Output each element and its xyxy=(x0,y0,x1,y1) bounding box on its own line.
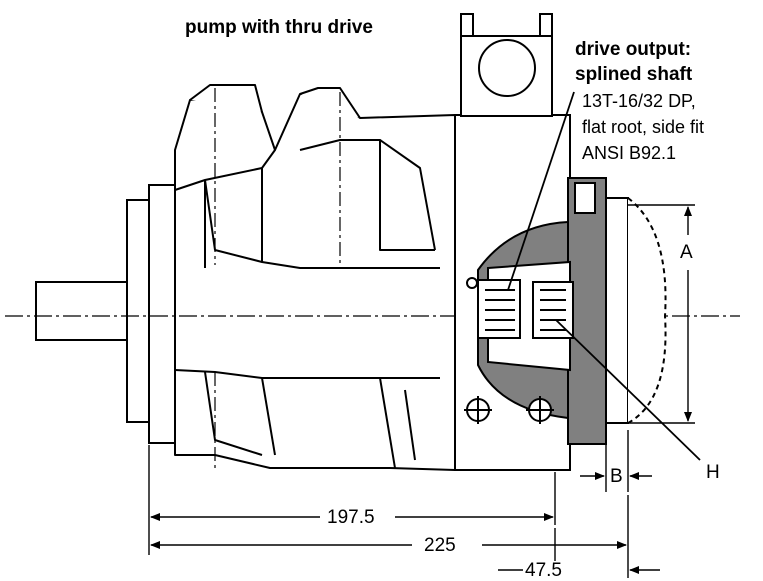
label-h: H xyxy=(704,462,722,483)
dimension-225: 225 xyxy=(422,535,458,556)
drawing-title: pump with thru drive xyxy=(185,17,373,38)
callout-spec-line2: flat root, side fit xyxy=(582,117,705,137)
input-shaft xyxy=(35,281,129,341)
label-a: A xyxy=(678,242,695,263)
horizontal-dimensions xyxy=(148,445,660,578)
pump-housing xyxy=(174,84,456,471)
bolt-holes xyxy=(464,396,554,424)
callout-heading-line1: drive output: xyxy=(575,39,692,60)
top-bracket xyxy=(460,13,553,117)
dimension-197-5: 197.5 xyxy=(325,507,377,528)
coupling-housing xyxy=(466,177,667,445)
dimension-47-5: 47.5 xyxy=(523,560,564,581)
callout-spec-line1: 13T-16/32 DP, xyxy=(582,91,696,111)
callout-heading-line2: splined shaft xyxy=(575,64,693,85)
dimension-b xyxy=(580,430,652,492)
leader-lines xyxy=(507,91,701,461)
mounting-flange xyxy=(126,184,176,444)
callout-spec-line3: ANSI B92.1 xyxy=(582,143,677,163)
label-b: B xyxy=(608,466,625,487)
dimension-a xyxy=(628,204,695,424)
